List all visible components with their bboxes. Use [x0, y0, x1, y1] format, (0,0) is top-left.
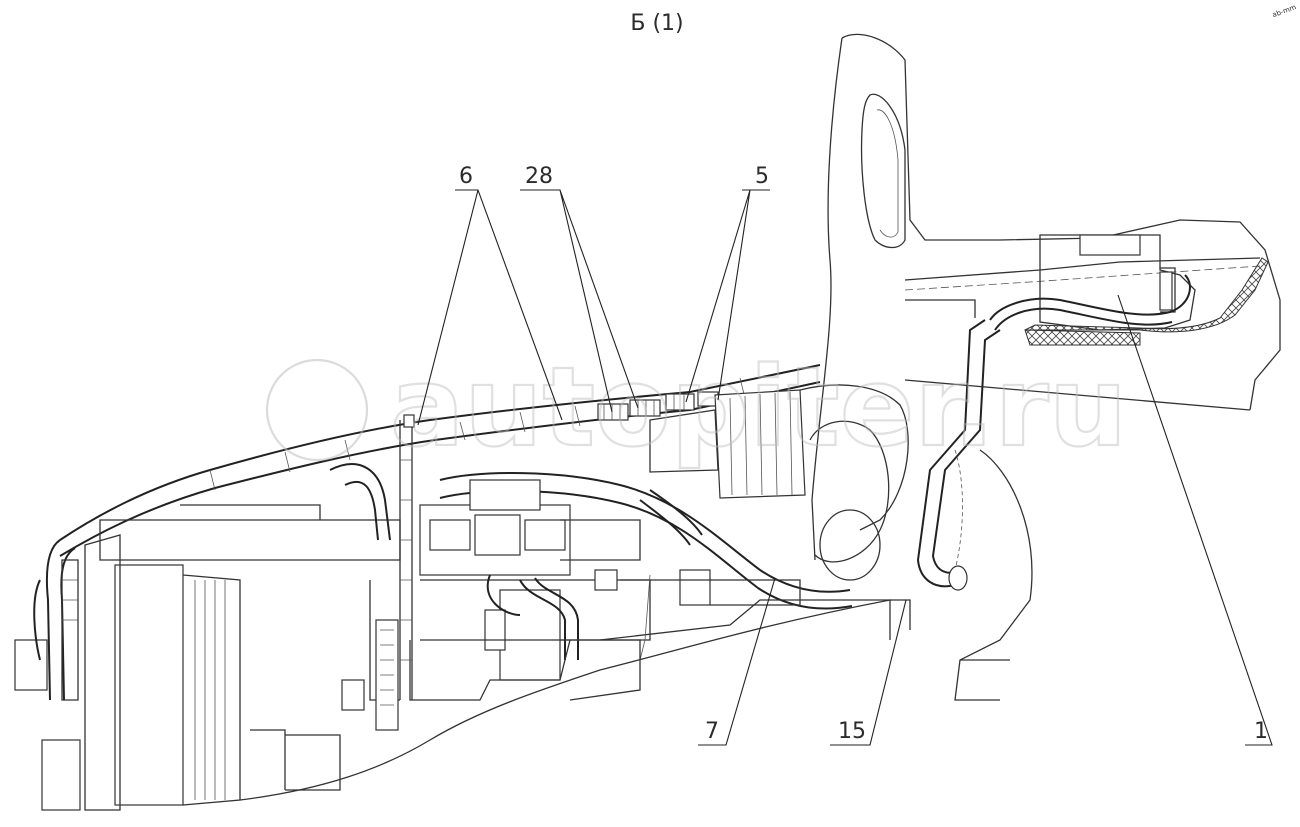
radiator-pack	[14, 534, 241, 811]
callout-1: 1	[1117, 294, 1273, 746]
control-box-assembly	[989, 234, 1269, 346]
callout-7: 7	[698, 577, 776, 746]
callout-7-label: 7	[705, 719, 719, 744]
callout-15-label: 15	[838, 719, 866, 744]
filter-housing	[649, 384, 909, 581]
watermark-text: autopiter.ru	[390, 343, 1127, 471]
callout-28-label: 28	[525, 164, 553, 189]
hydraulic-hose-run	[45, 364, 821, 701]
frame-post	[341, 414, 415, 731]
view-title: Б (1)	[630, 11, 683, 36]
chassis-outline	[239, 599, 911, 801]
corner-mark: ab-mm	[1271, 3, 1297, 19]
callout-5-label: 5	[755, 164, 769, 189]
engine-assembly	[99, 463, 891, 701]
vertical-hose	[916, 319, 1001, 591]
callout-6: 6	[417, 164, 563, 426]
watermark: autopiter.ru	[265, 342, 1128, 472]
callout-28: 28	[520, 164, 639, 413]
callout-5: 5	[685, 164, 770, 403]
callout-15: 15	[830, 599, 907, 746]
callout-1-label: 1	[1254, 719, 1268, 744]
callout-6-label: 6	[459, 164, 473, 189]
cab-body	[811, 33, 1281, 701]
